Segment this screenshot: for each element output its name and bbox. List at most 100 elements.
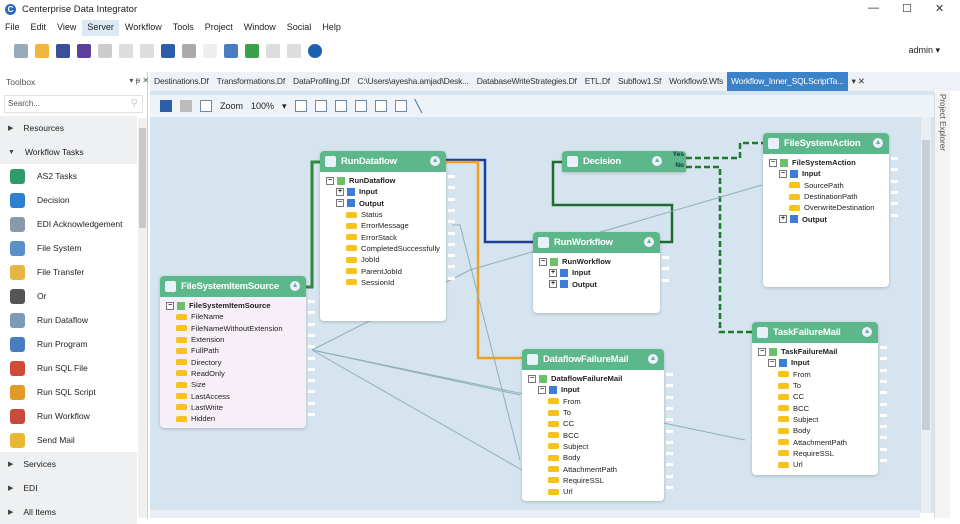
toolbox-item-file-system[interactable]: File System [0, 236, 137, 260]
tree-row[interactable]: BCC [528, 429, 664, 440]
field-port[interactable] [666, 452, 673, 456]
field-port[interactable] [891, 168, 898, 172]
field-port[interactable] [880, 447, 887, 451]
caret-icon[interactable]: ▶ [8, 461, 14, 468]
collapse-toggle[interactable]: − [758, 347, 766, 356]
tree-layout-icon[interactable] [374, 100, 387, 112]
toolbox-item-run-workflow[interactable]: Run Workflow [0, 404, 137, 428]
tree-row[interactable]: Status [326, 209, 446, 220]
properties-icon[interactable] [394, 100, 407, 112]
node-header[interactable]: FileSystemItemSource▲ [160, 276, 306, 297]
copy-icon[interactable] [119, 44, 133, 58]
field-port[interactable] [308, 345, 315, 349]
tree-row[interactable]: CC [758, 391, 878, 402]
collapse-icon[interactable]: ▲ [862, 327, 872, 337]
menu-window[interactable]: Window [243, 22, 276, 32]
tree-row[interactable]: −Input [758, 357, 878, 368]
tree-row[interactable]: −FileSystemItemSource [166, 300, 306, 311]
field-port[interactable] [666, 395, 673, 399]
field-port[interactable] [666, 429, 673, 433]
font-icon[interactable] [203, 44, 217, 58]
tree-row[interactable]: RequireSSL [758, 448, 878, 459]
tree-row[interactable]: Hidden [166, 413, 306, 424]
tree-row[interactable]: −RunDataflow [326, 175, 446, 186]
field-port[interactable] [666, 463, 673, 467]
field-port[interactable] [880, 346, 887, 349]
collapse-icon[interactable]: ▲ [652, 156, 662, 166]
tree-row[interactable]: JobId [326, 254, 446, 265]
field-port[interactable] [891, 190, 898, 194]
collapse-toggle[interactable]: − [769, 158, 777, 167]
expand-toggle[interactable]: + [549, 280, 557, 289]
field-port[interactable] [308, 390, 315, 394]
menu-file[interactable]: File [5, 22, 20, 32]
tree-row[interactable]: BCC [758, 402, 878, 413]
caret-icon[interactable]: ▶ [8, 125, 14, 132]
field-port[interactable] [308, 333, 315, 337]
tree-row[interactable]: Url [528, 486, 664, 497]
tree-row[interactable]: +Output [539, 279, 660, 290]
field-port[interactable] [891, 179, 898, 183]
field-port[interactable] [662, 267, 669, 271]
menu-project[interactable]: Project [204, 22, 233, 32]
field-port[interactable] [666, 440, 673, 444]
tab-2[interactable]: DataProfiling.Df [293, 76, 350, 86]
menu-workflow[interactable]: Workflow [124, 22, 162, 32]
field-port[interactable] [448, 208, 455, 212]
toolbox-item-decision[interactable]: Decision [0, 188, 137, 212]
expand-toggle[interactable]: + [549, 268, 557, 277]
collapse-icon[interactable]: ▲ [873, 138, 883, 148]
tree-row[interactable]: FileName [166, 311, 306, 322]
tree-row[interactable]: From [528, 396, 664, 407]
node-header[interactable]: RunDataflow▲ [320, 151, 446, 172]
collapse-toggle[interactable]: − [166, 301, 174, 310]
tree-row[interactable]: Url [758, 459, 878, 470]
field-port[interactable] [666, 418, 673, 422]
tab-4[interactable]: DatabaseWriteStrategies.Df [476, 76, 577, 86]
field-port[interactable] [662, 278, 669, 282]
field-port[interactable] [880, 368, 887, 372]
field-port[interactable] [308, 311, 315, 315]
publish-icon[interactable] [287, 44, 301, 58]
tree-row[interactable]: Body [758, 425, 878, 436]
tab-close-icon[interactable]: ▾ ✕ [851, 76, 865, 86]
tab-5[interactable]: ETL.Df [584, 76, 610, 86]
field-port[interactable] [308, 322, 315, 326]
field-port[interactable] [880, 402, 887, 406]
node-filesystemaction[interactable]: FileSystemAction▲−FileSystemAction−Input… [763, 133, 898, 287]
cut-icon[interactable] [98, 44, 112, 58]
field-port[interactable] [880, 413, 887, 417]
toolbox-item-run-sql-file[interactable]: Run SQL File [0, 356, 137, 380]
tree-row[interactable]: −Input [528, 384, 664, 395]
maximize-button[interactable]: ☐ [902, 3, 912, 15]
field-port[interactable] [880, 379, 887, 383]
tree-row[interactable]: LastWrite [166, 402, 306, 413]
menu-help[interactable]: Help [322, 22, 341, 32]
field-port[interactable] [448, 242, 455, 246]
tree-row[interactable]: +Output [769, 213, 889, 224]
field-port[interactable] [308, 356, 315, 360]
field-port[interactable] [880, 459, 887, 462]
zoom-dropdown-icon[interactable]: ▾ [282, 100, 287, 111]
field-port[interactable] [891, 202, 898, 206]
link-tool-icon[interactable]: ╲ [414, 99, 422, 113]
tree-row[interactable]: LastAccess [166, 390, 306, 401]
new-icon[interactable] [14, 44, 28, 58]
save-icon[interactable] [56, 44, 70, 58]
node-runworkflow[interactable]: RunWorkflow▲−RunWorkflow+Input+Output [533, 232, 669, 313]
tree-row[interactable]: AttachmentPath [528, 463, 664, 474]
field-port[interactable] [448, 175, 455, 178]
toolbox-item-all-items[interactable]: ▶All Items [0, 500, 137, 524]
tree-row[interactable]: −DataflowFailureMail [528, 373, 664, 384]
tab-7[interactable]: Workflow9.Wfs [669, 76, 724, 86]
node-header[interactable]: FileSystemAction▲ [763, 133, 889, 154]
field-port[interactable] [662, 256, 669, 259]
toolbox-item-resources[interactable]: ▶Resources [0, 116, 137, 140]
tree-row[interactable]: FullPath [166, 345, 306, 356]
tab-8[interactable]: Workflow_Inner_SQLScriptTa... [727, 72, 848, 91]
save-all-icon[interactable] [77, 44, 91, 58]
tree-row[interactable]: +Input [326, 186, 446, 197]
